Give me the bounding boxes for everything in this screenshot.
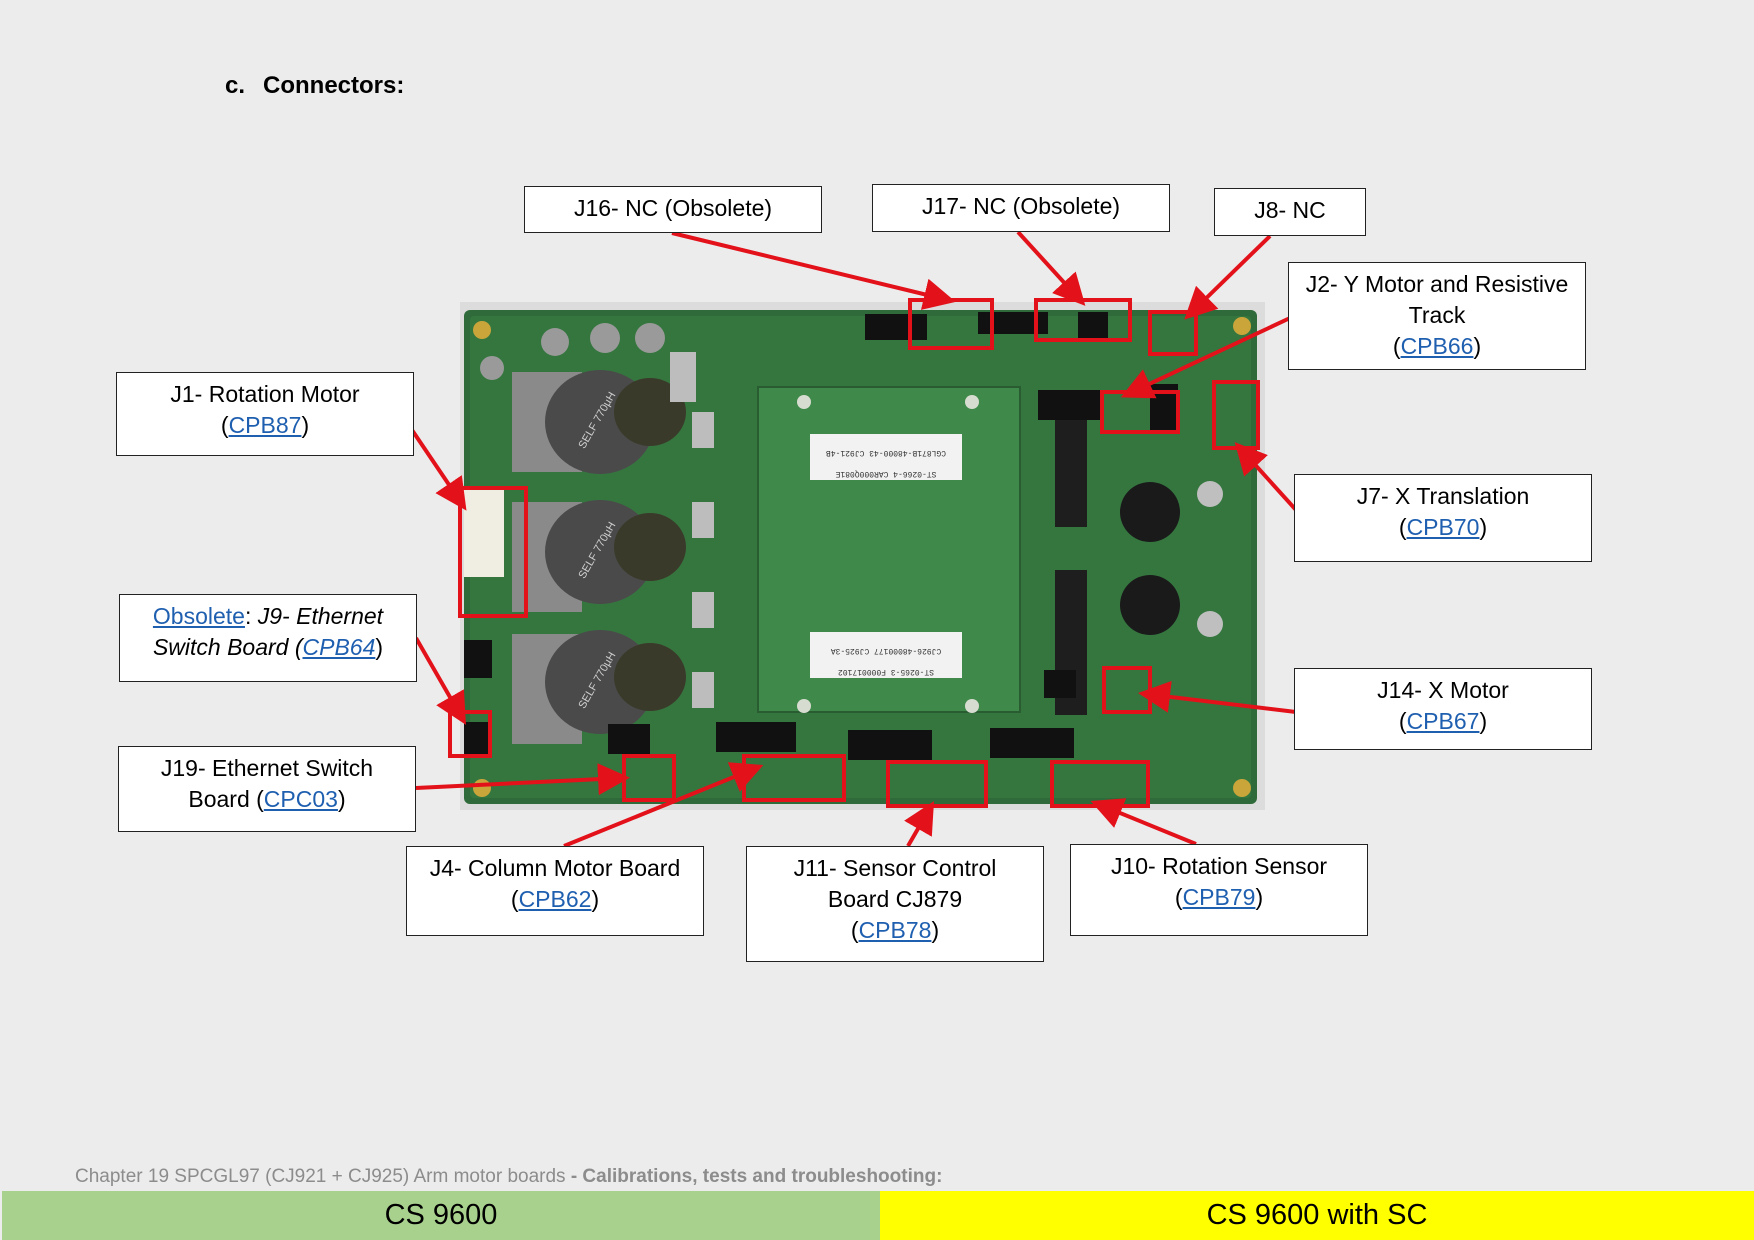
callout-j11: J11- Sensor Control Board CJ879 (CPB78) — [746, 846, 1044, 962]
link-cpb87[interactable]: CPB87 — [228, 412, 302, 438]
arrow-j10 — [1090, 798, 1197, 846]
link-cpb62[interactable]: CPB62 — [518, 886, 592, 912]
circuit-board-photo: SELF 770µH SELF 770µH SELF 770µH CGL871B… — [460, 302, 1265, 810]
callout-j8: J8- NC — [1214, 188, 1366, 236]
callout-j19: J19- Ethernet Switch Board (CPC03) — [118, 746, 416, 832]
callout-j2: J2- Y Motor and Resistive Track (CPB66) — [1288, 262, 1586, 370]
link-obsolete[interactable]: Obsolete — [152, 603, 245, 629]
callout-j7: J7- X Translation (CPB70) — [1294, 474, 1592, 562]
footer-tab-cs9600[interactable]: CS 9600 — [2, 1191, 880, 1240]
section-title: Connectors: — [263, 72, 405, 99]
link-cpb70[interactable]: CPB70 — [1406, 514, 1480, 540]
section-number: c. — [225, 72, 246, 99]
callout-j14: J14- X Motor (CPB67) — [1294, 668, 1592, 750]
section-heading: c. Connectors: — [225, 72, 404, 100]
svg-text:CGL871B-48000-43 CJ921-4B: CGL871B-48000-43 CJ921-4B — [826, 448, 946, 457]
callout-j4: J4- Column Motor Board (CPB62) — [406, 846, 704, 936]
link-cpb66[interactable]: CPB66 — [1400, 333, 1474, 359]
board-drawing: SELF 770µH SELF 770µH SELF 770µH CGL871B… — [460, 302, 1265, 810]
footer-tab-cs9600-sc[interactable]: CS 9600 with SC — [880, 1191, 1754, 1240]
footer-bar: CS 9600 CS 9600 with SC — [2, 1191, 1754, 1240]
arrow-j17 — [1016, 230, 1086, 306]
arrow-j9 — [414, 637, 466, 725]
footer-chapter-title: Chapter 19 SPCGL97 (CJ921 + CJ925) Arm m… — [75, 1166, 943, 1187]
svg-text:CJ926-48000177 CJ925-3A: CJ926-48000177 CJ925-3A — [831, 646, 942, 655]
link-cpb67[interactable]: CPB67 — [1406, 708, 1480, 734]
chip-label-bottom: CJ926-48000177 CJ925-3A ST-0265-3 F00001… — [810, 632, 962, 678]
svg-text:ST-0266-4 CAR000Q081E: ST-0266-4 CAR000Q081E — [835, 469, 936, 478]
callout-j9: Obsolete: J9- Ethernet Switch Board (CPB… — [119, 594, 417, 682]
arrow-j16 — [671, 231, 956, 310]
svg-text:ST-0265-3 F000017102: ST-0265-3 F000017102 — [838, 667, 934, 676]
link-cpc03[interactable]: CPC03 — [263, 786, 338, 812]
arrow-j1 — [410, 428, 467, 511]
callout-j17: J17- NC (Obsolete) — [872, 184, 1170, 232]
callout-j16: J16- NC (Obsolete) — [524, 186, 822, 233]
callout-j10: J10- Rotation Sensor (CPB79) — [1070, 844, 1368, 936]
arrow-j11 — [904, 801, 935, 848]
inductor-group: SELF 770µH SELF 770µH SELF 770µH — [512, 370, 686, 744]
link-cpb79[interactable]: CPB79 — [1182, 884, 1256, 910]
link-cpb64[interactable]: CPB64 — [302, 634, 376, 660]
callout-j1: J1- Rotation Motor (CPB87) — [116, 372, 414, 456]
link-cpb78[interactable]: CPB78 — [858, 917, 932, 943]
chip-label-top: CGL871B-48000-43 CJ921-4B ST-0266-4 CAR0… — [810, 434, 962, 480]
